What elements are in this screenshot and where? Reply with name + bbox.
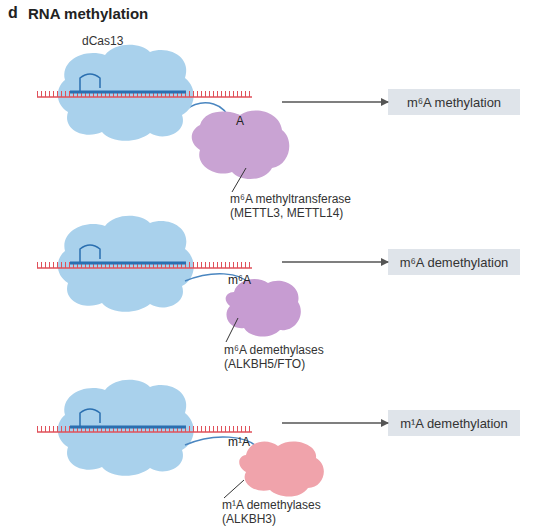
guide-hairpin: [80, 245, 100, 263]
row-illustration: [37, 409, 324, 498]
panel-letter: d: [8, 4, 18, 22]
rna-bases: [37, 91, 252, 97]
dcas13-protein: [58, 45, 194, 141]
leader-line: [224, 480, 244, 498]
outcome-box: m⁶A demethylation: [388, 249, 520, 275]
row-illustration: [58, 380, 194, 476]
row-illustration: [37, 45, 289, 192]
demethylase-blob: [239, 441, 324, 496]
enzyme-label: m⁶A demethylases (ALKBH5/FTO): [224, 343, 336, 371]
dcas13-protein: [58, 380, 194, 476]
row-illustration: [37, 245, 301, 342]
outcome-box: m⁶A methylation: [388, 89, 520, 115]
diagram-title: RNA methylation: [28, 5, 148, 23]
outcome-text: m¹A demethylation: [400, 416, 508, 431]
target-rna: [37, 431, 252, 433]
methyltransferase-blob: [192, 110, 290, 179]
enzyme-label: m⁶A methyltransferase (METTL3, METTL14): [230, 192, 370, 220]
flow-arrow: [282, 261, 388, 262]
effector-complex: m¹Am¹A demethylases (ALKBH3): [25, 380, 282, 530]
outcome-box: m¹A demethylation: [388, 410, 520, 436]
guide-rna: [70, 91, 186, 94]
flow-arrow: [282, 101, 388, 102]
leader-line: [226, 318, 238, 342]
rna-bases: [37, 426, 252, 432]
outcome-text: m⁶A methylation: [407, 95, 501, 110]
row-illustration: [58, 216, 194, 312]
dcas13-protein: [58, 216, 194, 312]
enzyme-label: m¹A demethylases (ALKBH3): [222, 498, 334, 526]
effector-complex: m⁶Am⁶A demethylases (ALKBH5/FTO): [25, 228, 282, 368]
guide-rna: [70, 262, 186, 265]
target-rna: [37, 96, 252, 98]
guide-rna: [70, 426, 186, 429]
outcome-text: m⁶A demethylation: [400, 255, 509, 270]
effector-complex: dCas13Am⁶A methyltransferase (METTL3, ME…: [25, 30, 282, 225]
protein-label: dCas13: [82, 34, 123, 48]
leader-line: [232, 168, 246, 192]
target-rna: [37, 267, 252, 269]
demethylase-blob: [226, 279, 301, 336]
guide-hairpin: [80, 409, 100, 427]
rna-bases: [37, 262, 252, 268]
flow-arrow: [282, 422, 388, 423]
modification-site: m⁶A: [228, 273, 251, 287]
modification-site: A: [236, 114, 244, 128]
guide-hairpin: [80, 74, 100, 92]
modification-site: m¹A: [228, 435, 250, 449]
